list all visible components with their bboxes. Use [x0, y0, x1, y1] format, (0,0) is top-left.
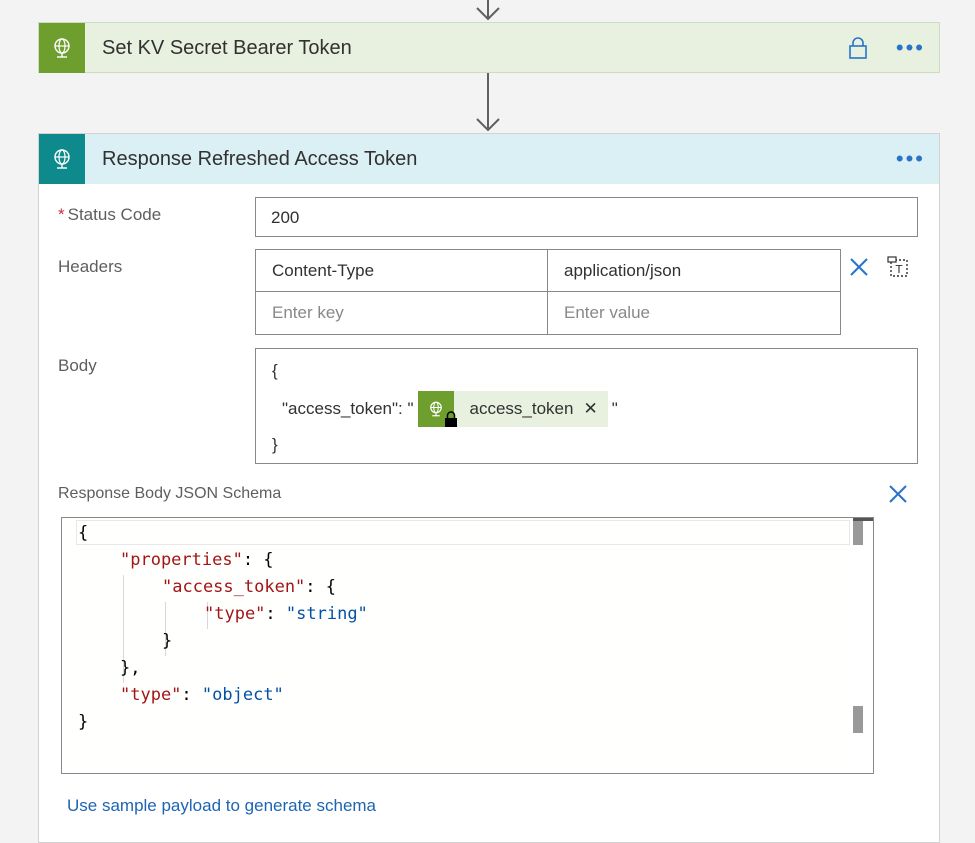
remove-token-icon[interactable]: ✕	[583, 399, 598, 418]
code-line: "type": "string"	[204, 601, 368, 628]
body-prefix: "access_token": "	[282, 399, 414, 418]
action-icon-tile	[39, 134, 85, 184]
switch-to-text-mode-icon[interactable]: T	[887, 255, 911, 279]
action-icon-tile	[39, 23, 85, 73]
header-value-value: application/json	[564, 260, 682, 280]
key-placeholder: Enter key	[272, 303, 344, 322]
card-title: Set KV Secret Bearer Token	[102, 36, 352, 59]
code-token: : {	[242, 550, 274, 570]
body-input[interactable]: { "access_token": " access_token ✕ "	[255, 348, 918, 464]
required-marker: *	[58, 205, 65, 224]
delete-header-icon[interactable]	[849, 257, 869, 277]
code-line: {	[78, 520, 88, 547]
globe-icon	[54, 38, 70, 58]
headers-label: Headers	[58, 257, 123, 276]
code-line: }	[78, 709, 88, 736]
card-title: Response Refreshed Access Token	[102, 147, 418, 170]
arrow-down-icon	[476, 0, 500, 21]
arrow-down-icon	[476, 73, 500, 132]
header-key-input[interactable]: Content-Type	[256, 250, 548, 292]
remove-schema-icon[interactable]	[888, 484, 908, 504]
globe-icon	[54, 149, 70, 169]
scrollbar-top-marker	[853, 518, 873, 521]
dynamic-content-token[interactable]: access_token ✕	[417, 391, 608, 427]
editor-scrollbar[interactable]	[853, 518, 873, 773]
code-line: "type": "object"	[120, 682, 284, 709]
more-options-icon[interactable]: •••	[895, 35, 925, 60]
code-line: "properties": {	[120, 547, 274, 574]
schema-label: Response Body JSON Schema	[58, 485, 282, 502]
connector-arrow-top	[476, 0, 500, 22]
code-token: "type"	[204, 604, 266, 624]
header-value-input[interactable]: application/json	[548, 250, 840, 292]
code-token: :	[181, 685, 202, 705]
more-options-icon[interactable]: •••	[895, 146, 925, 171]
code-line: }	[162, 628, 172, 655]
code-token: "type"	[120, 685, 182, 705]
body-label: Body	[58, 356, 97, 375]
code-token: }	[78, 712, 89, 732]
token-icon-tile	[417, 391, 457, 427]
new-header-key-input[interactable]: Enter key	[256, 292, 548, 334]
code-token: "properties"	[120, 550, 243, 570]
status-code-value: 200	[271, 208, 300, 227]
code-token: "object"	[201, 685, 284, 705]
body-close-brace: }	[272, 435, 278, 454]
status-code-input[interactable]: 200	[255, 197, 918, 237]
status-code-label-text: Status Code	[67, 205, 162, 224]
secure-lock-icon	[444, 411, 457, 427]
svg-text:T: T	[895, 263, 903, 276]
new-header-value-input[interactable]: Enter value	[548, 292, 840, 334]
scrollbar-thumb[interactable]	[853, 521, 863, 545]
indent-guide	[123, 575, 124, 683]
status-code-label: *Status Code	[58, 205, 161, 225]
generate-schema-link[interactable]: Use sample payload to generate schema	[67, 796, 377, 815]
code-token: :	[265, 604, 286, 624]
code-token: },	[120, 658, 141, 678]
code-token: : {	[305, 577, 337, 597]
indent-guide	[207, 602, 208, 629]
globe-icon	[429, 401, 442, 417]
code-line: },	[120, 655, 140, 682]
code-token: "string"	[285, 604, 368, 624]
code-token: }	[162, 631, 173, 651]
scrollbar-thumb-bottom[interactable]	[853, 706, 863, 733]
code-token: {	[78, 523, 89, 543]
body-open-brace: {	[272, 361, 278, 380]
card-header[interactable]: Response Refreshed Access Token •••	[39, 134, 939, 184]
body-suffix: "	[611, 399, 618, 418]
action-card-set-kv-secret[interactable]: Set KV Secret Bearer Token •••	[38, 22, 940, 73]
header-key-value: Content-Type	[272, 260, 375, 280]
code-token: "access_token"	[162, 577, 306, 597]
card-header[interactable]: Set KV Secret Bearer Token •••	[39, 23, 939, 73]
token-label: access_token	[469, 399, 574, 418]
current-line-highlight	[76, 520, 850, 545]
value-placeholder: Enter value	[564, 303, 650, 322]
code-line: "access_token": {	[162, 574, 336, 601]
headers-table: Content-Type application/json Enter key …	[255, 249, 841, 335]
lock-icon[interactable]	[848, 37, 868, 59]
body-line: "access_token": " access_token ✕ "	[282, 391, 618, 427]
schema-code-editor[interactable]: {"properties": {"access_token": {"type":…	[61, 517, 874, 774]
indent-guide	[165, 602, 166, 656]
connector-arrow-middle	[476, 73, 500, 133]
